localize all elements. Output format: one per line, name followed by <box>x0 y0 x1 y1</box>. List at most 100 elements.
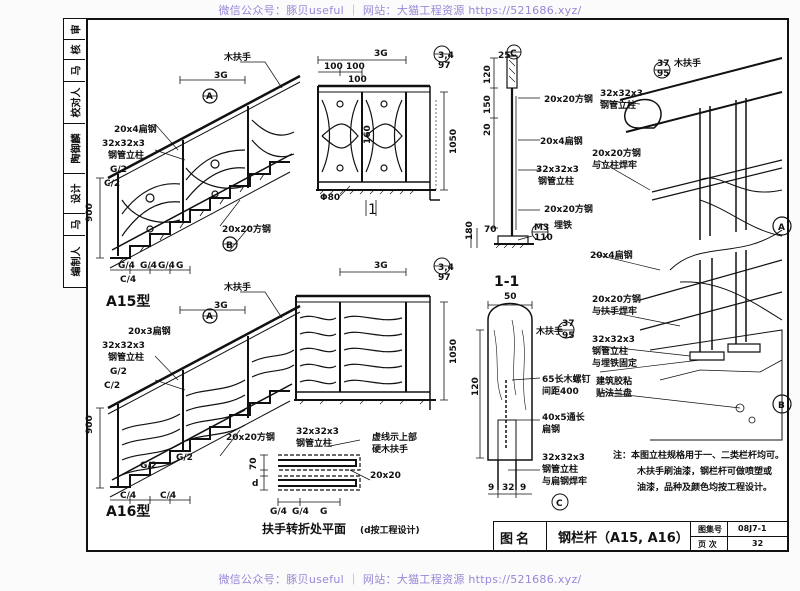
svg-text:1050: 1050 <box>449 129 459 154</box>
svg-text:9: 9 <box>520 483 526 493</box>
svg-text:32x32x3: 32x32x3 <box>542 453 585 463</box>
svg-text:与扁钢焊牢: 与扁钢焊牢 <box>542 475 587 487</box>
svg-text:G/2: G/2 <box>110 367 127 377</box>
svg-text:160: 160 <box>363 125 373 144</box>
svg-text:G/2: G/2 <box>140 461 157 471</box>
svg-text:建筑胶粘: 建筑胶粘 <box>596 375 632 387</box>
sidebar-cell: 核 <box>64 39 85 60</box>
svg-text:C/2: C/2 <box>104 381 120 391</box>
svg-text:3,4: 3,4 <box>438 51 454 61</box>
a15-title: A15型 <box>106 293 150 310</box>
svg-text:钢管立柱: 钢管立柱 <box>108 351 144 363</box>
svg-text:木扶手: 木扶手 <box>223 281 251 293</box>
sidebar-cell: 审 <box>64 19 85 40</box>
page-number: 32 <box>752 539 764 548</box>
svg-text:20x4扁钢: 20x4扁钢 <box>540 135 583 147</box>
svg-text:70: 70 <box>249 457 259 470</box>
svg-text:40x5通长: 40x5通长 <box>542 411 586 423</box>
svg-text:G/2: G/2 <box>110 165 127 175</box>
svg-text:C: C <box>510 49 517 59</box>
sidebar-cell: 马 <box>64 213 85 236</box>
svg-text:钢管立柱: 钢管立柱 <box>600 99 636 111</box>
svg-text:20x20: 20x20 <box>370 471 401 481</box>
svg-text:虚线示上部: 虚线示上部 <box>372 431 417 443</box>
title-block: 图名 钢栏杆（A15, A16） 图集号 08J7-1 页 次 32 <box>493 521 788 551</box>
svg-text:A: A <box>206 312 213 322</box>
svg-text:钢管立柱: 钢管立柱 <box>592 345 628 357</box>
svg-text:1: 1 <box>368 202 377 218</box>
a16-flat-elevation <box>294 268 448 410</box>
drawing-note: 注：本图立柱规格用于一、二类栏杆均可。 木扶手刷油漆，钢栏杆可做喷塑或 油漆，品… <box>613 451 785 493</box>
page-label: 页 次 <box>698 540 717 549</box>
a16-title: A16型 <box>106 503 150 520</box>
watermark-top: 微信公众号：豚贝useful ｜ 网站：大猫工程资源 https://52168… <box>218 4 582 17</box>
section-1-1 <box>470 44 549 249</box>
drawing-frame <box>86 18 789 552</box>
svg-text:(d按工程设计): (d按工程设计) <box>360 524 420 536</box>
svg-text:埋铁: 埋铁 <box>554 219 572 231</box>
svg-text:Φ80: Φ80 <box>320 193 340 203</box>
svg-text:20x4扁钢: 20x4扁钢 <box>114 123 157 135</box>
svg-text:A: A <box>778 223 785 233</box>
svg-text:100: 100 <box>346 62 365 72</box>
svg-text:钢管立柱: 钢管立柱 <box>296 437 332 449</box>
svg-text:G/4: G/4 <box>292 507 309 517</box>
svg-text:95: 95 <box>562 331 575 341</box>
svg-text:20x20方钢: 20x20方钢 <box>592 293 641 305</box>
svg-text:3G: 3G <box>214 301 228 311</box>
atlas-label: 图集号 <box>698 525 722 534</box>
sidebar-cell: 校对人 <box>64 81 85 124</box>
svg-text:G: G <box>176 261 183 271</box>
svg-text:32x32x3: 32x32x3 <box>296 427 339 437</box>
svg-text:97: 97 <box>438 61 451 71</box>
turning-plan <box>260 439 371 506</box>
svg-text:M3: M3 <box>534 223 549 233</box>
sidebar-cell: 马 <box>64 59 85 82</box>
svg-text:32x32x3: 32x32x3 <box>102 341 145 351</box>
svg-text:木扶手: 木扶手 <box>535 325 563 337</box>
svg-text:100: 100 <box>348 75 367 85</box>
svg-text:G/4: G/4 <box>270 507 287 517</box>
svg-text:32x32x3: 32x32x3 <box>536 165 579 175</box>
svg-text:A: A <box>206 92 213 102</box>
svg-text:37: 37 <box>657 59 670 69</box>
sidebar-cell: 设计 <box>64 173 85 214</box>
svg-text:C: C <box>556 499 563 509</box>
svg-text:900: 900 <box>85 203 95 222</box>
title-block-label: 图名 <box>500 532 533 547</box>
svg-text:20x20方钢: 20x20方钢 <box>226 431 275 443</box>
svg-text:20x20方钢: 20x20方钢 <box>592 147 641 159</box>
svg-text:钢管立柱: 钢管立柱 <box>542 463 578 475</box>
svg-text:20x20方钢: 20x20方钢 <box>544 93 593 105</box>
svg-text:钢管立柱: 钢管立柱 <box>538 175 574 187</box>
svg-text:G/4: G/4 <box>140 261 157 271</box>
svg-text:97: 97 <box>438 273 451 283</box>
sidebar-cell: 陶御麟 <box>64 123 85 174</box>
svg-text:与立柱焊牢: 与立柱焊牢 <box>592 159 637 171</box>
svg-text:20: 20 <box>483 123 493 136</box>
svg-text:3,4: 3,4 <box>438 263 454 273</box>
svg-text:50: 50 <box>504 292 517 302</box>
svg-text:间距400: 间距400 <box>542 385 579 397</box>
svg-text:1050: 1050 <box>449 339 459 364</box>
svg-text:20x20方钢: 20x20方钢 <box>222 223 271 235</box>
svg-text:扁钢: 扁钢 <box>542 423 560 435</box>
svg-text:900: 900 <box>85 415 95 434</box>
a15-flat-elevation <box>316 56 448 216</box>
svg-text:32x32x3: 32x32x3 <box>592 335 635 345</box>
svg-text:100: 100 <box>324 62 343 72</box>
svg-text:与扶手焊牢: 与扶手焊牢 <box>592 305 637 317</box>
svg-text:G/2: G/2 <box>176 453 193 463</box>
atlas-number: 08J7-1 <box>738 524 767 533</box>
a16-stair-elevation <box>96 291 301 504</box>
svg-text:C/4: C/4 <box>120 491 136 501</box>
svg-text:3G: 3G <box>214 71 228 81</box>
svg-text:32: 32 <box>502 483 515 493</box>
svg-text:20x20方钢: 20x20方钢 <box>544 203 593 215</box>
svg-text:32x32x3: 32x32x3 <box>600 89 643 99</box>
svg-text:3G: 3G <box>374 261 388 271</box>
svg-text:110: 110 <box>534 233 553 243</box>
svg-text:120: 120 <box>483 65 493 84</box>
